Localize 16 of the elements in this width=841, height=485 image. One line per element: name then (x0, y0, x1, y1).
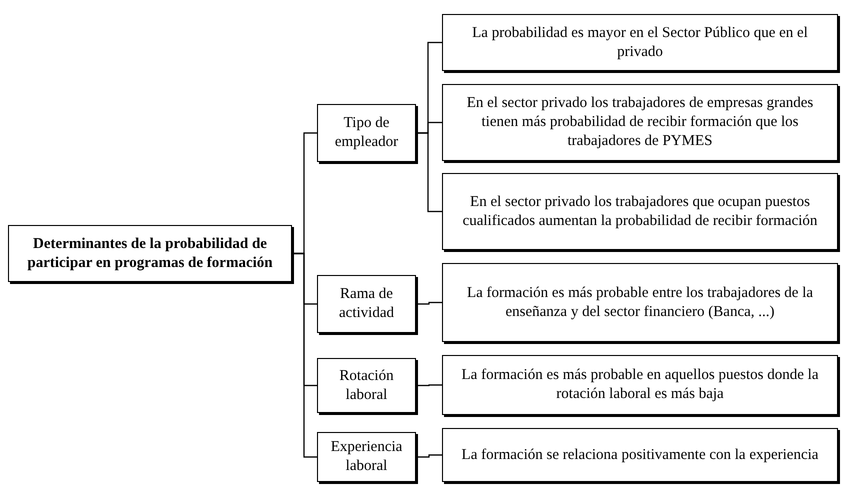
connector-line (416, 132, 442, 212)
connector-line (416, 384, 442, 386)
text-box: La probabilidad es mayor en el Sector Público que en el privado (442, 14, 838, 71)
text-box: En el sector privado los trabajadores de empresas grandes tienen más probabilidad de recibir formación que los trabajadores de PYMES (442, 84, 838, 161)
text-box: La formación es más probable en aquellos puestos donde la rotación laboral es más baja (442, 355, 838, 415)
connector-line (292, 252, 317, 458)
text-box: Determinantes de la probabilidad de participar en programas de formación (8, 225, 292, 282)
text-box: La formación es más probable entre los trabajadores de la enseñanza y del sector financiero (Banca, ...) (442, 263, 838, 342)
text-box: Rotación laboral (317, 358, 416, 413)
text-box: Experiencia laboral (317, 432, 416, 482)
connector-line (416, 454, 442, 458)
connector-line (416, 302, 442, 305)
text-box: En el sector privado los trabajadores que ocupan puestos cualificados aumentan la probabilidad de recibir formación (442, 173, 838, 250)
text-box: Tipo de empleador (317, 104, 416, 162)
text-box: La formación se relaciona positivamente con la experiencia (442, 428, 838, 482)
text-box: Rama de actividad (317, 275, 416, 333)
